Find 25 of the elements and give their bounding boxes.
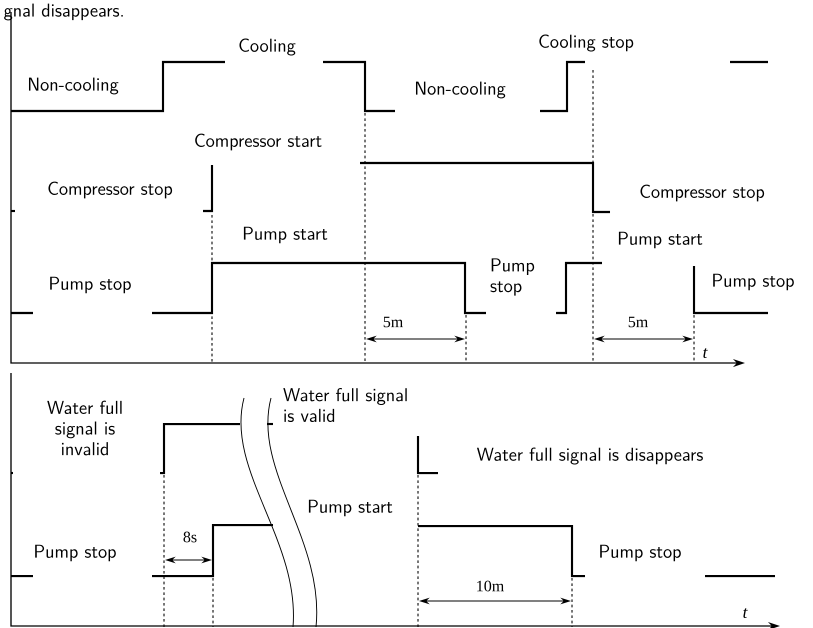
signal-label: Cooling (239, 38, 296, 56)
signal-label: Non-cooling (416, 82, 506, 98)
signal-label: Pump start (244, 226, 328, 244)
signal-label: Pump stop (490, 258, 534, 296)
signal-label: Compressor start (195, 134, 322, 150)
signal-label: Pump start (618, 232, 702, 248)
signal-label: Pump stop (713, 274, 794, 290)
axis-label: t (703, 348, 708, 358)
signal-label: Water full signal is invalid (47, 400, 122, 456)
signal-label: Non-cooling (28, 78, 118, 94)
signal-label: Pump stop (50, 276, 131, 294)
dimension-label: 5m (628, 316, 648, 328)
signal-label: Water full signal is valid (283, 388, 407, 422)
signal-label: Pump start (308, 500, 392, 516)
signal-label: Cooling stop (539, 34, 634, 52)
signal-label: Pump stop (600, 544, 681, 562)
dimension-label: 8s (184, 532, 197, 542)
dimension-label: 5m (384, 316, 403, 328)
signal-label: Compressor stop (48, 182, 172, 198)
dimension-label: 10m (477, 580, 504, 592)
signal-label: gnal disappears. (4, 4, 123, 20)
signal-label: Compressor stop (640, 184, 764, 202)
axis-label: t (743, 608, 748, 618)
signal-label: Water full signal is disappears (476, 448, 703, 464)
signal-label: Pump stop (35, 544, 116, 562)
